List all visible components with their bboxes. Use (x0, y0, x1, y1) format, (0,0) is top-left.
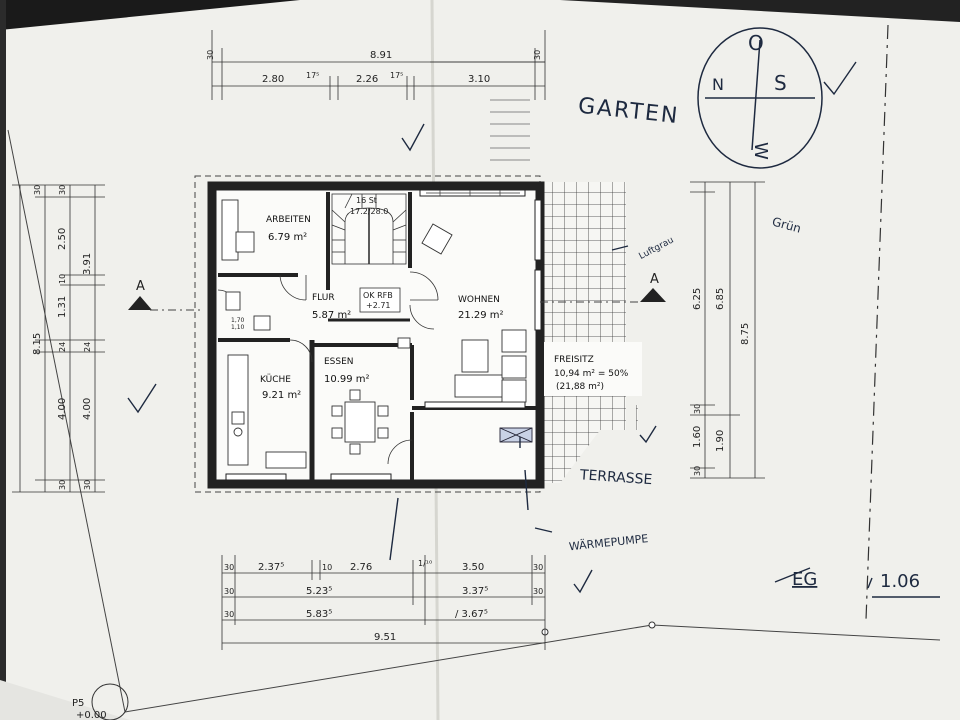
bottom-dimensions (221, 555, 546, 650)
level-box (359, 287, 401, 313)
left-dim-a5: 30 (83, 480, 92, 490)
stair-line2: 17.2/28.0 (350, 207, 388, 216)
bot-dim-1-6: 3.50 (462, 562, 484, 573)
freisitz-full: (21,88 m²) (556, 382, 604, 392)
compass-o: O (748, 31, 764, 55)
left-dim-a2: 3.91 (82, 253, 93, 275)
bot-dim-1-5: 1/¹⁰ (418, 559, 432, 568)
left-dim-a4: 4.00 (82, 398, 93, 420)
right-dim-a1: 6.85 (715, 288, 726, 310)
wc-line1: 1,70 (231, 317, 245, 324)
terrace-label: TERRASSE (578, 467, 652, 488)
compass-s: S (774, 71, 787, 95)
bot-dim-3-3: / 3.67⁵ (455, 609, 488, 620)
left-dimensions (12, 184, 105, 493)
top-dim-1: 2.80 (262, 74, 284, 85)
top-dim-4: 17⁵ (390, 71, 403, 80)
section-marker-right-label: A (650, 272, 659, 287)
top-dim-2: 17⁵ (306, 71, 319, 80)
freisitz-area: 10,94 m² = 50% (554, 369, 629, 379)
point-p5-label: P5 (72, 698, 84, 709)
bot-dim-3-2: 5.83⁵ (306, 609, 332, 620)
room-flur-name: FLUR (312, 293, 335, 303)
wc-line2: 1,10 (231, 324, 245, 331)
left-dim-b7: 30 (58, 480, 67, 490)
room-arbeiten-name: ARBEITEN (266, 215, 311, 225)
room-essen-area: 10.99 m² (324, 374, 370, 385)
room-flur-area: 5.87 m² (312, 310, 351, 321)
bot-dim-1-2: 2.37⁵ (258, 562, 284, 573)
room-arbeiten-area: 6.79 m² (268, 232, 307, 243)
furniture (221, 199, 533, 469)
right-dim-b3: 1.60 (692, 426, 703, 448)
section-marker-left: A (128, 279, 200, 311)
room-wohnen-area: 21.29 m² (458, 310, 504, 321)
top-dim-3: 2.26 (356, 74, 378, 85)
left-total-dim: 8.15 (32, 333, 43, 355)
bot-dim-1-1: 30 (224, 563, 234, 572)
left-dim-b3: 10 (58, 274, 67, 284)
sheet-number: 1.06 (880, 571, 920, 592)
right-dim-b4: 30 (693, 466, 702, 476)
left-dim-b5: 24 (58, 342, 67, 352)
bot-dim-2-4: 30 (533, 587, 543, 596)
floor-label: EG (792, 569, 817, 590)
point-p5-value: +0.00 (76, 710, 107, 720)
staircase (331, 193, 407, 265)
right-dim-a2: 1.90 (715, 430, 726, 452)
bot-dim-3-1: 30 (224, 610, 234, 619)
compass-n: N (712, 75, 724, 94)
room-essen-name: ESSEN (324, 357, 354, 367)
point-p5-marker (91, 683, 129, 720)
freisitz-label-bg (544, 342, 642, 396)
right-total-dim: 8.75 (740, 323, 751, 345)
left-dim-a1: 30 (33, 185, 42, 195)
bot-dim-2-3: 3.37⁵ (462, 586, 488, 597)
top-end-right: 30 (533, 50, 542, 60)
level-box-line1: OK RFB (363, 291, 393, 300)
right-dimensions (690, 181, 765, 479)
compass-rose: N O S W (697, 27, 823, 169)
room-kueche-name: KÜCHE (260, 374, 291, 385)
bot-dim-2-2: 5.23⁵ (306, 586, 332, 597)
left-dim-b6: 4.00 (57, 398, 68, 420)
bot-dim-2-1: 30 (224, 587, 234, 596)
top-total-dim: 8.91 (370, 50, 392, 61)
top-dimensions (211, 30, 546, 100)
house-walls (207, 181, 545, 489)
bot-dim-1-7: 30 (533, 563, 543, 572)
left-dim-b1: 30 (58, 185, 67, 195)
top-end-left: 30 (206, 50, 215, 60)
bot-dim-total: 9.51 (374, 632, 396, 643)
top-dim-5: 3.10 (468, 74, 490, 85)
room-wohnen-name: WOHNEN (458, 295, 500, 305)
bot-dim-1-4: 2.76 (350, 562, 372, 573)
left-dim-b4: 1.31 (57, 296, 68, 318)
stair-line1: 16 St (356, 196, 377, 205)
room-kueche-area: 9.21 m² (262, 390, 301, 401)
freisitz-title: FREISITZ (554, 355, 594, 365)
handwritten-marks (127, 61, 940, 598)
left-dim-b2: 2.50 (57, 228, 68, 250)
right-dim-b1: 6.25 (692, 288, 703, 310)
right-dim-b2: 30 (693, 404, 702, 414)
compass-w: W (750, 142, 771, 160)
section-marker-left-label: A (136, 279, 145, 294)
level-box-line2: +2.71 (366, 301, 391, 310)
left-dim-a3: 24 (83, 342, 92, 352)
bot-dim-1-3: 10 (322, 563, 332, 572)
section-marker-right: A (540, 272, 666, 303)
